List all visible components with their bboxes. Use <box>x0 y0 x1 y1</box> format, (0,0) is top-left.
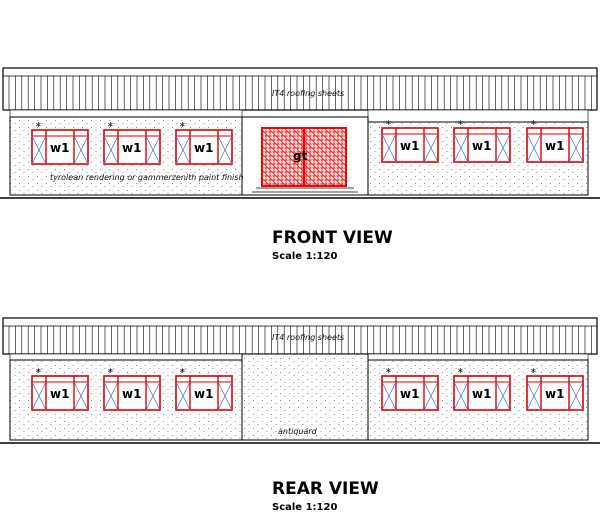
rear-eaves-right <box>367 353 589 361</box>
rear-roof-note: IT4 roofing sheets <box>272 333 344 342</box>
window-label: w1 <box>400 387 419 401</box>
window-w1: ∗ w1 <box>103 366 161 411</box>
window-label: w1 <box>472 387 491 401</box>
window-w1: ∗ w1 <box>381 118 439 163</box>
rear-view-title: REAR VIEW <box>272 479 379 499</box>
vent-mark: ∗ <box>457 366 464 375</box>
front-windows: ∗ w1 ∗ w1 ∗ w1 ∗ w1 ∗ w1 ∗ w1 <box>31 118 584 165</box>
vent-mark: ∗ <box>179 366 186 375</box>
rear-wall-center <box>241 353 369 441</box>
front-view-scale: Scale 1:120 <box>272 251 337 262</box>
front-roof-note: IT4 roofing sheets <box>272 89 344 98</box>
front-gate <box>261 127 347 187</box>
window-w1: ∗ w1 <box>103 120 161 165</box>
window-w1: ∗ w1 <box>175 366 233 411</box>
window-label: w1 <box>50 387 69 401</box>
vent-mark: ∗ <box>179 120 186 129</box>
window-label: w1 <box>194 387 213 401</box>
front-eaves-left <box>9 109 243 118</box>
vent-mark: ∗ <box>385 118 392 127</box>
window-w1: ∗ w1 <box>31 120 89 165</box>
window-label: w1 <box>50 141 69 155</box>
vent-mark: ∗ <box>107 120 114 129</box>
rear-center-note: antiquard <box>278 427 318 436</box>
vent-mark: ∗ <box>107 366 114 375</box>
vent-mark: ∗ <box>457 118 464 127</box>
front-eaves-right <box>367 109 589 123</box>
window-label: w1 <box>400 139 419 153</box>
rear-elevation: IT4 roofing sheets antiquard ∗ w1 ∗ w1 ∗ w1 ∗ w… <box>0 317 600 513</box>
window-w1: ∗ w1 <box>526 366 584 411</box>
front-wall-note: tyrolean rendering or gammerzenith paint… <box>50 173 244 182</box>
window-w1: ∗ w1 <box>453 118 511 163</box>
front-roof <box>2 67 598 111</box>
window-label: w1 <box>545 139 564 153</box>
vent-mark: ∗ <box>35 366 42 375</box>
rear-roof-ribs <box>8 326 592 354</box>
window-w1: ∗ w1 <box>31 366 89 411</box>
window-w1: ∗ w1 <box>381 366 439 411</box>
window-label: w1 <box>122 141 141 155</box>
front-gate-label: gt <box>293 149 308 163</box>
window-label: w1 <box>194 141 213 155</box>
window-label: w1 <box>472 139 491 153</box>
window-w1: ∗ w1 <box>453 366 511 411</box>
front-roof-ribs <box>8 76 592 110</box>
window-w1: ∗ w1 <box>175 120 233 165</box>
vent-mark: ∗ <box>530 366 537 375</box>
vent-mark: ∗ <box>530 118 537 127</box>
vent-mark: ∗ <box>35 120 42 129</box>
rear-view-scale: Scale 1:120 <box>272 502 337 513</box>
window-w1: ∗ w1 <box>526 118 584 163</box>
window-label: w1 <box>545 387 564 401</box>
rear-eaves-left <box>9 353 243 361</box>
rear-windows: ∗ w1 ∗ w1 ∗ w1 ∗ w1 ∗ w1 ∗ w1 <box>31 366 584 411</box>
vent-mark: ∗ <box>385 366 392 375</box>
front-elevation: IT4 roofing sheets gt tyrolean rendering… <box>0 67 600 262</box>
front-view-title: FRONT VIEW <box>272 228 393 248</box>
window-label: w1 <box>122 387 141 401</box>
